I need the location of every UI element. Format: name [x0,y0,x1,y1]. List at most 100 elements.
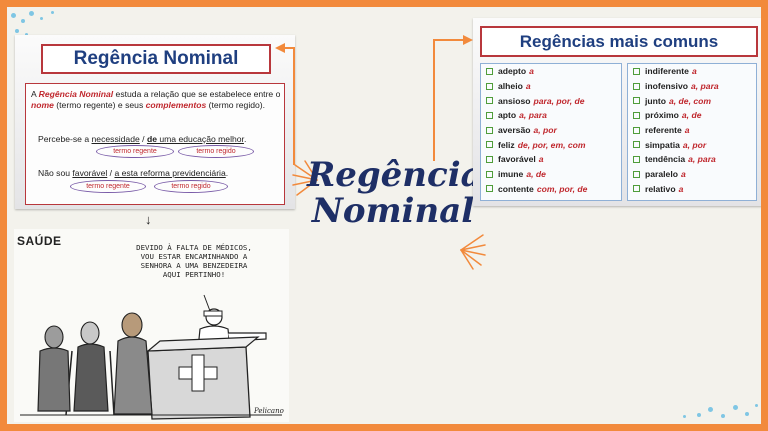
checkbox-icon [486,82,493,90]
item-word: inofensivo [645,81,688,92]
connector-line [293,47,295,165]
main-title-line1: Regência [307,155,483,195]
definition-term: Regência Nominal [38,89,114,99]
item-preposition: para, por, de [533,95,585,106]
checkbox-icon [633,111,640,119]
example-separator: / [139,134,147,144]
item-preposition: a, por [533,125,557,136]
termo-regente-oval: termo regente [96,145,174,158]
cartoon-illustration: SAÚDE DEVIDO À FALTA DE MÉDICOS, VOU EST… [14,229,289,422]
item-preposition: a [538,154,544,165]
example-regente-word: favorável [72,168,108,178]
example-regente-word: necessidade [91,134,140,144]
infographic-canvas: Regência Nominal A Regência Nominal estu… [7,7,761,424]
item-preposition: a, de [681,110,702,121]
arrow-left-icon [275,43,285,53]
cartoon-label: SAÚDE [17,234,62,248]
example-regido-words: a esta reforma previdenciária [114,168,226,178]
item-word: alheio [498,81,523,92]
item-preposition: a [529,66,534,77]
item-preposition: com, por, de [536,183,588,194]
cartoon-signature: Pelicano [254,407,284,415]
card-title-box: Regência Nominal [41,44,271,74]
checkbox-icon [633,82,640,90]
item-preposition: a, de [526,169,546,180]
checkbox-icon [486,97,493,105]
connector-line [433,39,465,41]
main-title: Regência Nominal [307,155,483,231]
checkbox-icon [486,155,493,163]
definition-box: A Regência Nominal estuda a relação que … [25,83,285,205]
regencias-title: Regências mais comuns [519,31,719,51]
item-word: aversão [498,125,531,136]
cartoon-drawing [20,294,282,420]
checkbox-icon [486,185,493,193]
item-word: referente [645,125,682,136]
definition-part: (termo regente) e seus [53,100,146,110]
item-preposition: a, para [688,154,716,165]
item-word: simpatia [645,139,680,150]
item-word: imune [498,169,524,180]
item-word: adepto [498,66,527,77]
item-word: paralelo [645,169,678,180]
item-preposition: a [691,66,697,77]
example-text: . [225,168,229,178]
definition-text: A Regência Nominal estuda a relação que … [31,89,281,111]
example-text: Não sou [38,168,73,178]
example-text: . [243,134,247,144]
example-regido-words: uma educação melhor [156,134,244,144]
checkbox-icon [486,126,493,134]
checkbox-icon [486,67,493,75]
checkbox-icon [486,111,493,119]
example-text: Percebe-se a [38,134,92,144]
checkbox-icon [633,170,640,178]
termo-regente-oval: termo regente [70,180,146,193]
connector-line [283,47,293,49]
item-preposition: a, para [690,81,719,92]
card-title: Regência Nominal [73,48,239,69]
item-preposition: a [525,81,531,92]
definition-complementos: complementos [145,100,207,110]
arrow-right-icon [463,35,473,45]
item-preposition: de, por, em, com [517,139,586,150]
connector-line [433,39,435,161]
item-preposition: a, por [682,139,707,150]
item-preposition: a, de, com [669,95,712,106]
definition-part: A [31,89,39,99]
termo-regido-oval: termo regido [178,145,254,158]
checkbox-icon [486,141,493,149]
item-word: indiferente [645,66,689,77]
checkbox-icon [633,155,640,163]
checkbox-icon [486,170,493,178]
item-preposition: a [678,183,684,194]
arrow-down-icon: ↓ [145,212,152,227]
item-preposition: a [680,169,686,180]
definition-nome: nome [31,100,54,110]
item-word: ansioso [498,95,531,106]
checkbox-icon [633,97,640,105]
termo-regido-oval: termo regido [154,180,228,193]
item-word: favorável [498,154,536,165]
speech-bubble: DEVIDO À FALTA DE MÉDICOS, VOU ESTAR ENC… [136,243,252,279]
main-title-line2: Nominal [311,191,475,231]
regencia-nominal-card: Regência Nominal A Regência Nominal estu… [15,35,295,209]
example-separator: / [107,168,115,178]
definition-part: (termo regido). [206,100,266,110]
item-word: feliz [498,139,515,150]
